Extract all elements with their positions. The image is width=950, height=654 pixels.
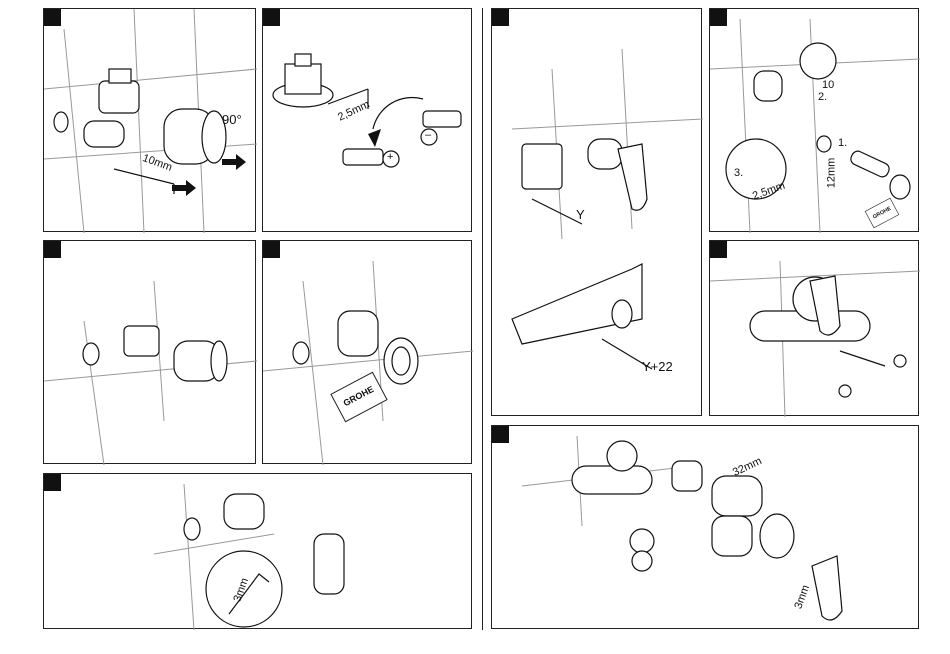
dimension-y-label: Y <box>576 207 585 222</box>
handle-install-illustration <box>44 474 473 630</box>
step-label-3: 3. <box>734 167 743 179</box>
column-separator <box>482 8 483 630</box>
step-panel-2: 2,5mm + – <box>262 8 472 232</box>
step-panel-3 <box>43 240 256 464</box>
exploded-assembly-illustration <box>492 426 920 630</box>
step-panel-7: 1. 2. 3. 2,5mm 10 12mm GROHE <box>709 8 919 232</box>
temperature-limit-illustration <box>263 9 473 233</box>
size-12mm-label: 12mm <box>825 158 837 189</box>
minus-sign: – <box>425 129 431 141</box>
cartridge-install-illustration <box>44 241 257 465</box>
step-panel-1: 90° 10mm <box>43 8 256 232</box>
rotation-angle-label: 90° <box>222 112 242 127</box>
step-label-1: 1. <box>838 137 847 149</box>
step-panel-9: 32mm 3mm <box>491 425 919 629</box>
temperature-operation-illustration <box>710 241 920 417</box>
dimension-y-plus-22-label: Y+22 <box>642 359 673 374</box>
step-panel-5: 3mm <box>43 473 472 629</box>
plus-sign: + <box>387 151 393 163</box>
step-panel-8 <box>709 240 919 416</box>
escutcheon-install-illustration <box>263 241 473 465</box>
step-panel-4: GROHE <box>262 240 472 464</box>
size-10-label: 10 <box>822 79 834 91</box>
step-label-2: 2. <box>818 91 827 103</box>
projection-dimension-illustration <box>492 9 703 417</box>
step-panel-6: Y Y+22 <box>491 8 702 416</box>
